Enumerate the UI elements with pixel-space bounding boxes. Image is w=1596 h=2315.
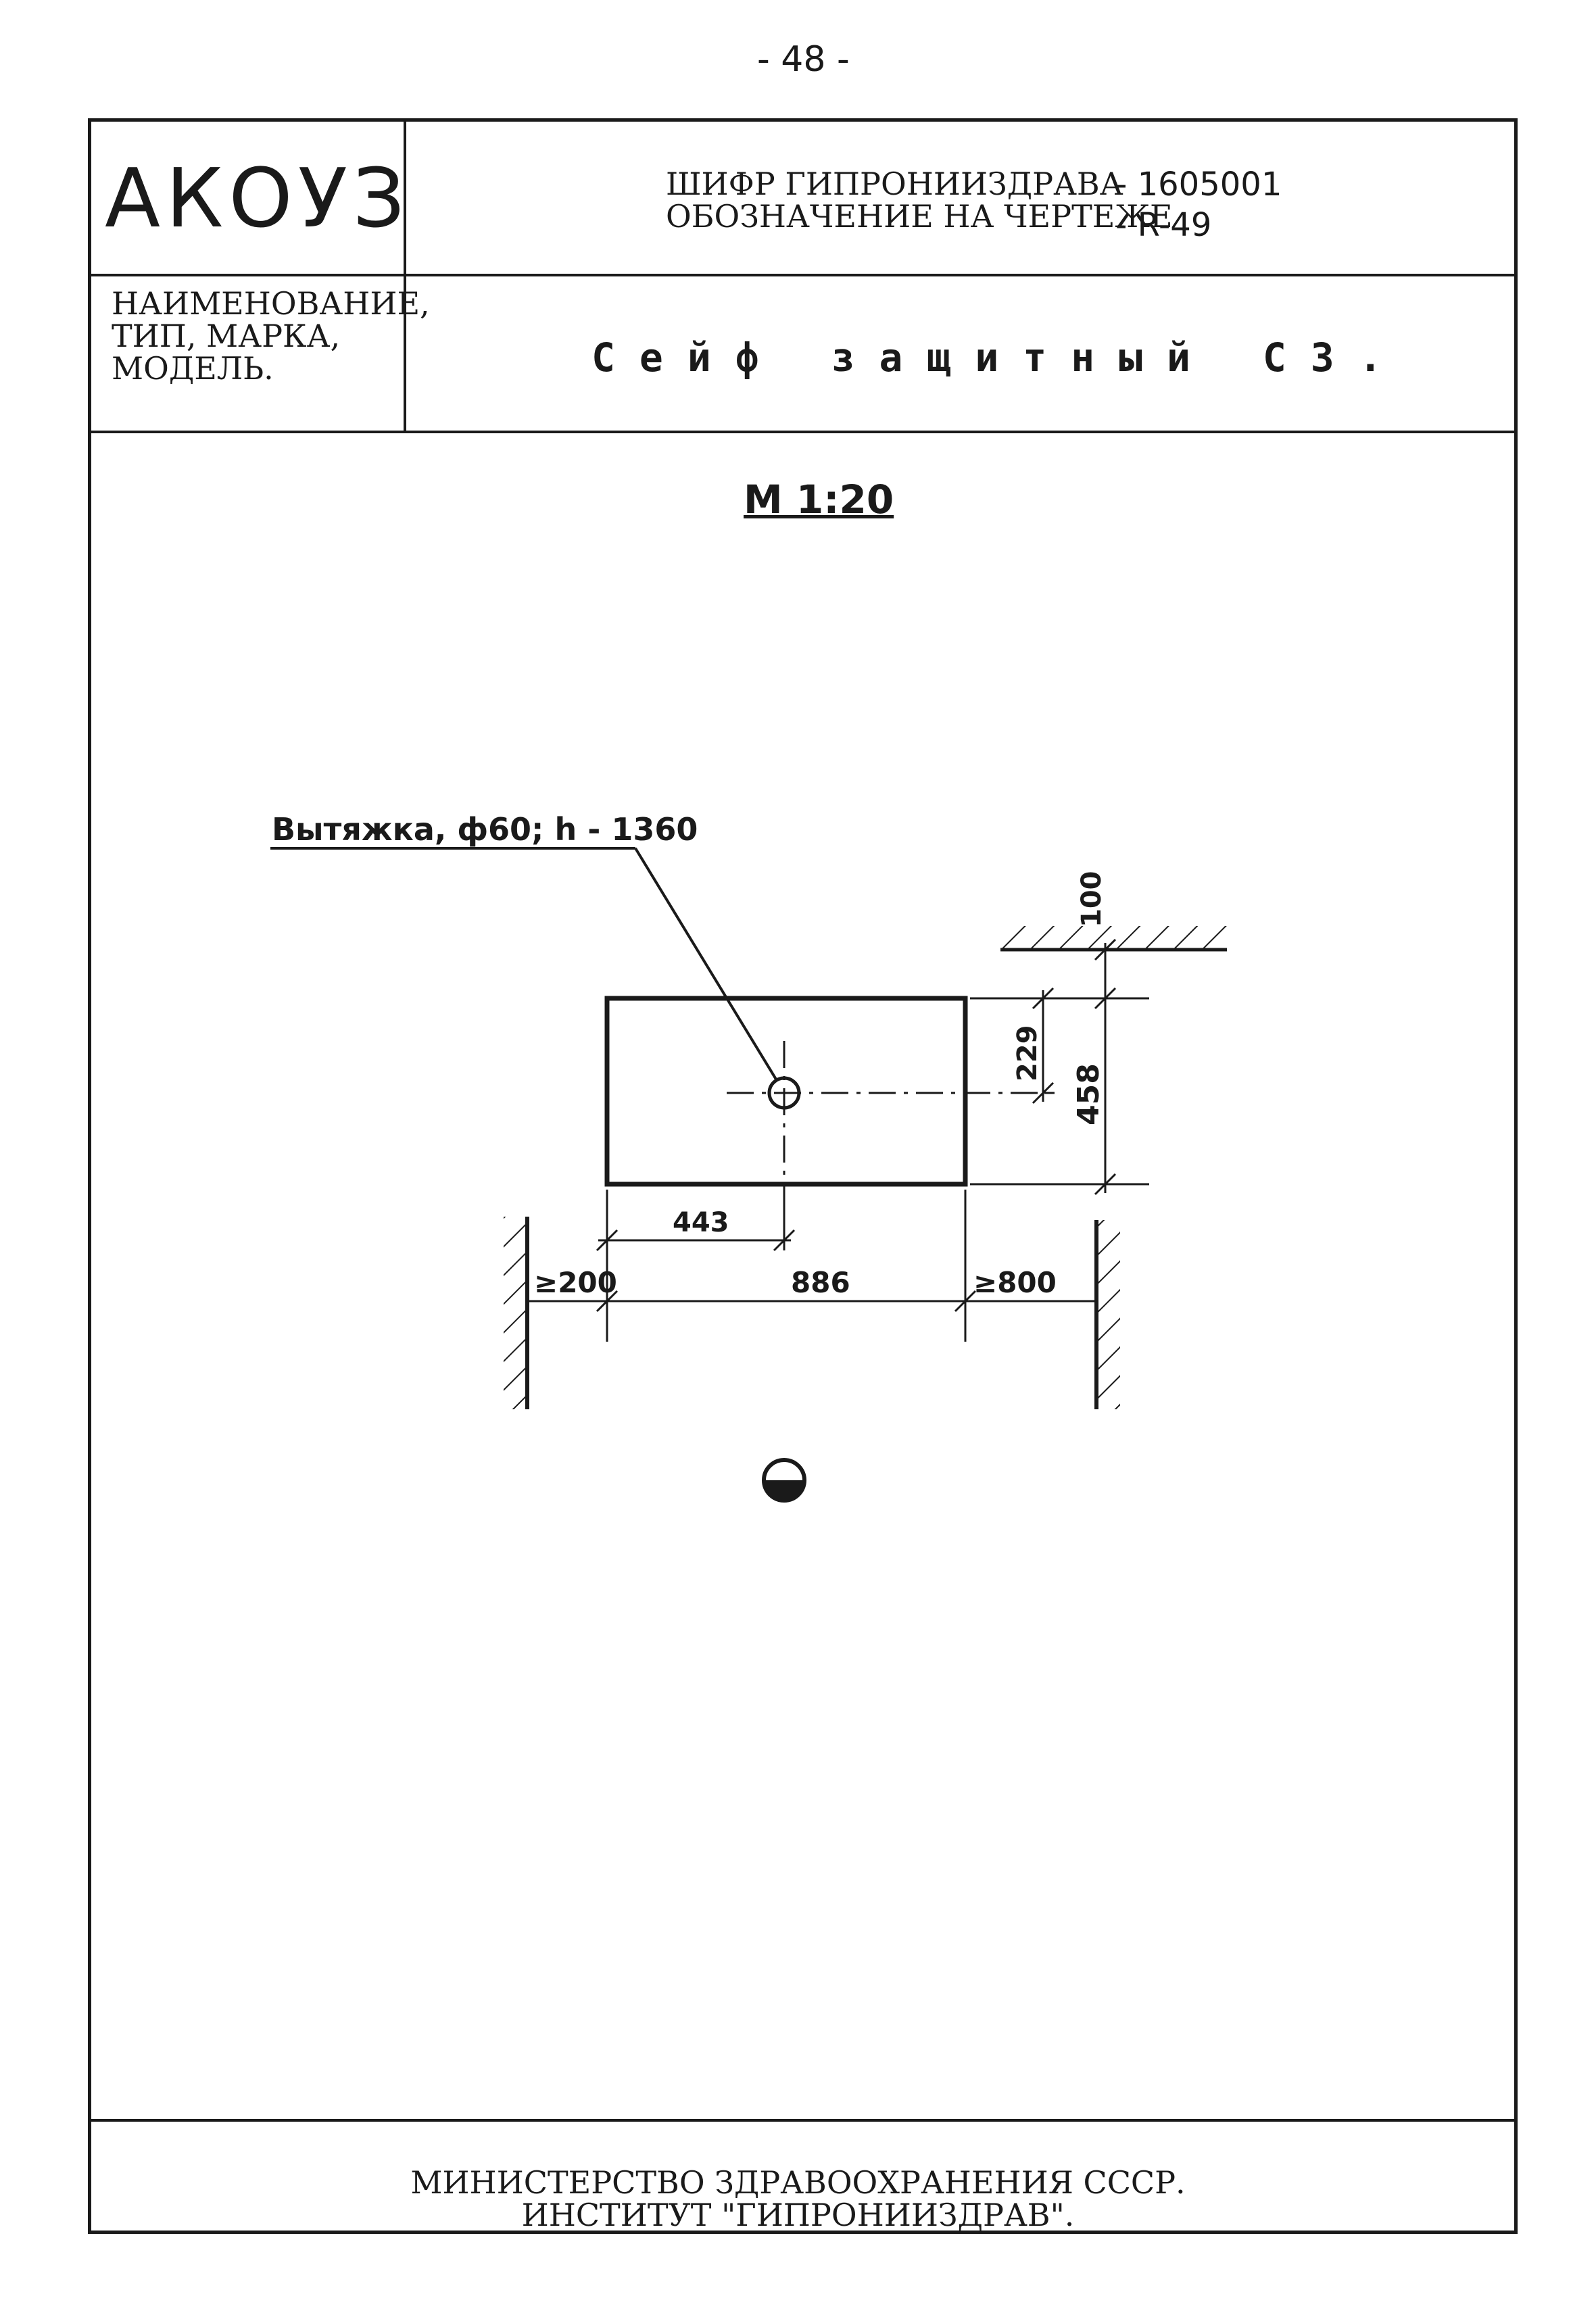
footer-ministry: МИНИСТЕРСТВО ЗДРАВООХРАНЕНИЯ СССР. xyxy=(410,2164,1186,2201)
name-label-line: МОДЕЛЬ. xyxy=(112,350,274,387)
dim-depth: 458 xyxy=(1071,1063,1106,1125)
cipher-labels: ШИФР ГИПРОНИИЗДРАВА ОБОЗНАЧЕНИЕ НА ЧЕРТЕ… xyxy=(666,168,1173,233)
name-label-line: НАИМЕНОВАНИЕ, xyxy=(112,285,430,322)
dim-center-from-left: 443 xyxy=(673,1207,729,1238)
left-wall-hatch xyxy=(504,1217,529,1409)
ceiling-wall-hatch xyxy=(1000,926,1227,952)
exhaust-opening-circle xyxy=(767,1076,801,1110)
designation-label: ОБОЗНАЧЕНИЕ НА ЧЕРТЕЖЕ xyxy=(666,198,1173,235)
exhaust-leader xyxy=(270,847,779,1083)
header-divider-1 xyxy=(88,274,1518,276)
name-label: НАИМЕНОВАНИЕ, ТИП, МАРКА, МОДЕЛЬ. xyxy=(112,287,430,385)
footer-institution: МИНИСТЕРСТВО ЗДРАВООХРАНЕНИЯ СССР. ИНСТИ… xyxy=(0,2166,1596,2231)
dim-center-from-top: 229 xyxy=(1012,1025,1043,1082)
safe-outline xyxy=(604,996,968,1187)
cipher-values: - 1605001 - R-49 xyxy=(1115,164,1282,245)
logo-akouz: АКОУЗ xyxy=(105,152,410,246)
exhaust-callout-label: Вытяжка, ф60; h - 1360 xyxy=(272,811,698,848)
footer-divider xyxy=(88,2119,1518,2122)
cipher-label: ШИФР ГИПРОНИИЗДРАВА xyxy=(666,166,1123,202)
drawing-sheet-frame xyxy=(88,118,1518,2234)
drawing-scale: М 1:20 xyxy=(744,477,894,522)
dim-left-clearance: ≥200 xyxy=(534,1266,617,1299)
horizontal-dimensions xyxy=(527,1190,1096,1342)
dim-ceiling-gap: 100 xyxy=(1076,871,1107,928)
cipher-value: - 1605001 xyxy=(1115,166,1282,203)
dim-right-clearance: ≥800 xyxy=(973,1266,1057,1299)
designation-value: - R-49 xyxy=(1115,206,1212,244)
footer-institute: ИНСТИТУТ "ГИПРОНИИЗДРАВ". xyxy=(521,2197,1075,2233)
center-lines xyxy=(727,1041,1044,1190)
product-name: Сейф защитный СЗ. xyxy=(591,335,1407,381)
page-number: - 48 - xyxy=(757,39,850,80)
name-label-line: ТИП, МАРКА, xyxy=(112,318,341,354)
right-wall-hatch xyxy=(1094,1220,1120,1409)
dim-width: 886 xyxy=(791,1266,850,1299)
vertical-dimensions xyxy=(970,938,1149,1196)
orientation-mark-icon xyxy=(762,1458,806,1503)
header-divider-2 xyxy=(88,431,1518,433)
header-column-divider xyxy=(404,118,406,432)
